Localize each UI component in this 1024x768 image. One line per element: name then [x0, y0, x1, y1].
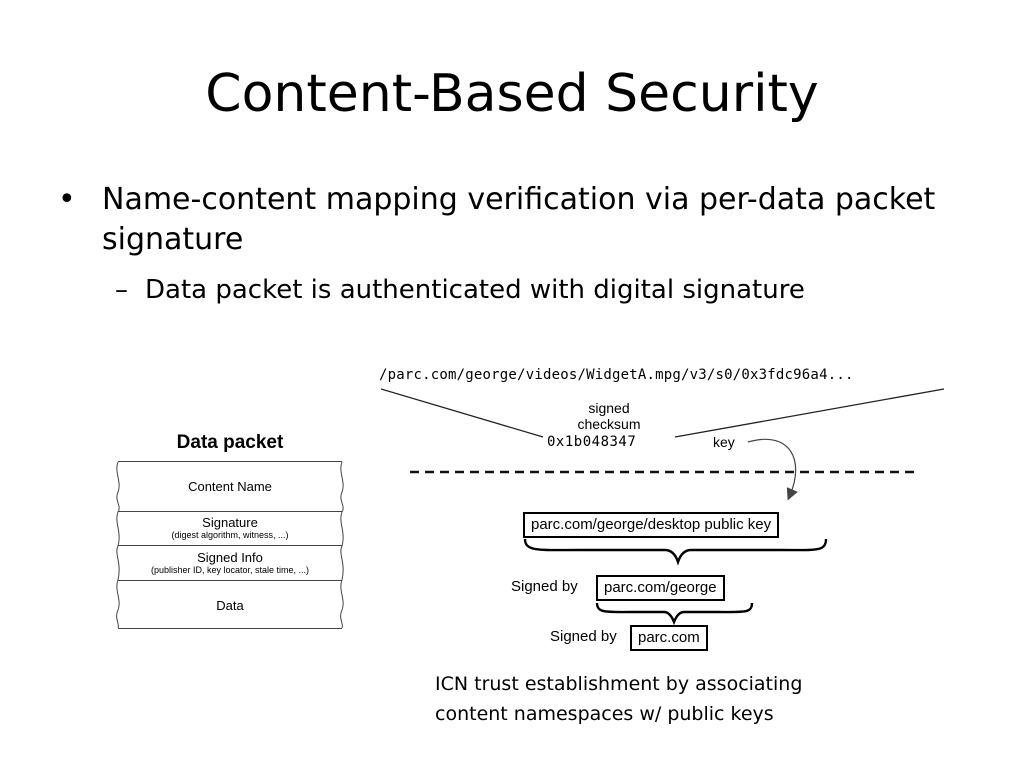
packet-field-signature: Signature (digest algorithm, witness, ..…	[118, 512, 342, 546]
name-to-checksum-left-line	[380, 388, 544, 438]
packet-title: Data packet	[176, 432, 284, 453]
diagram-caption: ICN trust establishment by associating c…	[435, 673, 803, 725]
brace-under-public-key	[523, 538, 828, 566]
signer-box-parc: parc.com	[630, 625, 708, 651]
sub-bullet-marker: –	[115, 275, 128, 305]
bullet-marker: •	[58, 182, 76, 217]
signer-box-george: parc.com/george	[596, 575, 725, 601]
signed-checksum-label: signed checksum	[577, 400, 641, 432]
field-detail: (digest algorithm, witness, ...)	[171, 530, 289, 540]
sub-bullet-text: Data packet is authenticated with digita…	[145, 275, 805, 305]
field-label: Signed Info	[197, 550, 263, 565]
content-name: /parc.com/george/videos/WidgetA.mpg/v3/s…	[379, 367, 854, 383]
key-arrow	[747, 438, 798, 501]
data-packet-diagram: Content Name Signature (digest algorithm…	[116, 461, 344, 629]
brace-under-george	[595, 602, 754, 626]
field-label: Content Name	[188, 479, 272, 494]
key-label: key	[713, 434, 735, 450]
slide-title: Content-Based Security	[205, 64, 819, 124]
packet-field-content-name: Content Name	[118, 462, 342, 512]
field-detail: (publisher ID, key locator, stale time, …	[150, 565, 310, 575]
bullet-text: Name-content mapping verification via pe…	[102, 182, 936, 257]
field-label: Data	[216, 598, 244, 613]
name-to-checksum-right-line	[674, 388, 945, 438]
packet-field-signed-info: Signed Info (publisher ID, key locator, …	[118, 546, 342, 581]
packet-field-data: Data	[118, 581, 342, 628]
packet-wavy-edges	[116, 461, 344, 629]
signed-by-label-2: Signed by	[550, 628, 617, 645]
checksum-value: 0x1b048347	[547, 434, 637, 450]
signed-by-label-1: Signed by	[511, 578, 578, 595]
field-label: Signature	[202, 515, 258, 530]
public-key-box: parc.com/george/desktop public key	[523, 512, 780, 538]
